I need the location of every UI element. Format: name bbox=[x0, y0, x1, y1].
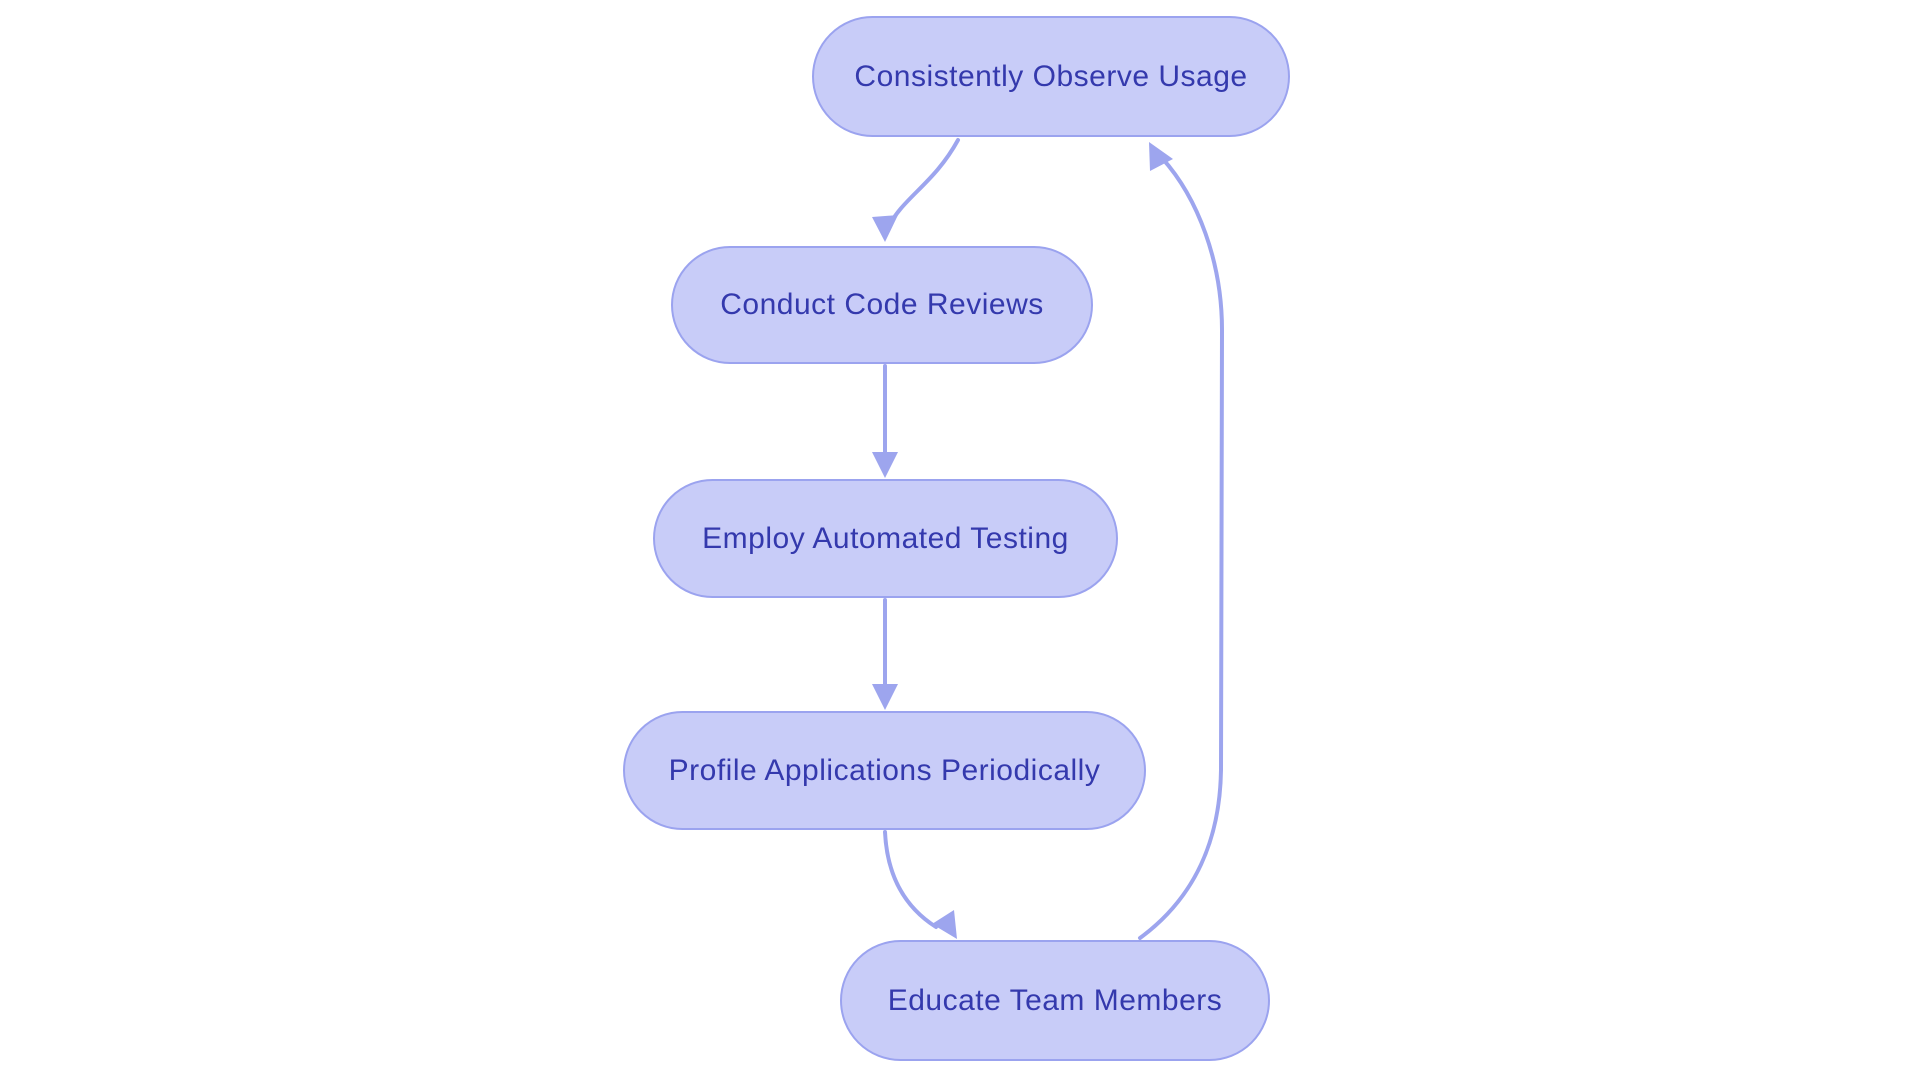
arrowhead-educate-to-observe bbox=[1149, 142, 1173, 171]
edge-educate-to-observe bbox=[1138, 156, 1225, 940]
node-conduct-code-reviews: Conduct Code Reviews bbox=[671, 246, 1093, 364]
arrowhead-profile-to-educate bbox=[932, 910, 957, 939]
node-label: Consistently Observe Usage bbox=[854, 59, 1248, 93]
node-label: Educate Team Members bbox=[887, 983, 1223, 1017]
node-label: Conduct Code Reviews bbox=[720, 288, 1044, 321]
node-educate-team-members: Educate Team Members bbox=[840, 940, 1270, 1061]
arrowhead-testing-to-profile bbox=[872, 684, 898, 710]
arrowhead-observe-to-reviews bbox=[872, 215, 898, 242]
edge-observe-to-reviews bbox=[886, 138, 960, 230]
node-consistently-observe-usage: Consistently Observe Usage bbox=[812, 16, 1290, 137]
edge-profile-to-educate bbox=[883, 830, 938, 929]
node-employ-automated-testing: Employ Automated Testing bbox=[653, 479, 1118, 598]
node-profile-applications-periodically: Profile Applications Periodically bbox=[623, 711, 1146, 830]
node-label: Employ Automated Testing bbox=[702, 521, 1069, 555]
arrowhead-reviews-to-testing bbox=[872, 452, 898, 478]
node-label: Profile Applications Periodically bbox=[668, 753, 1101, 787]
